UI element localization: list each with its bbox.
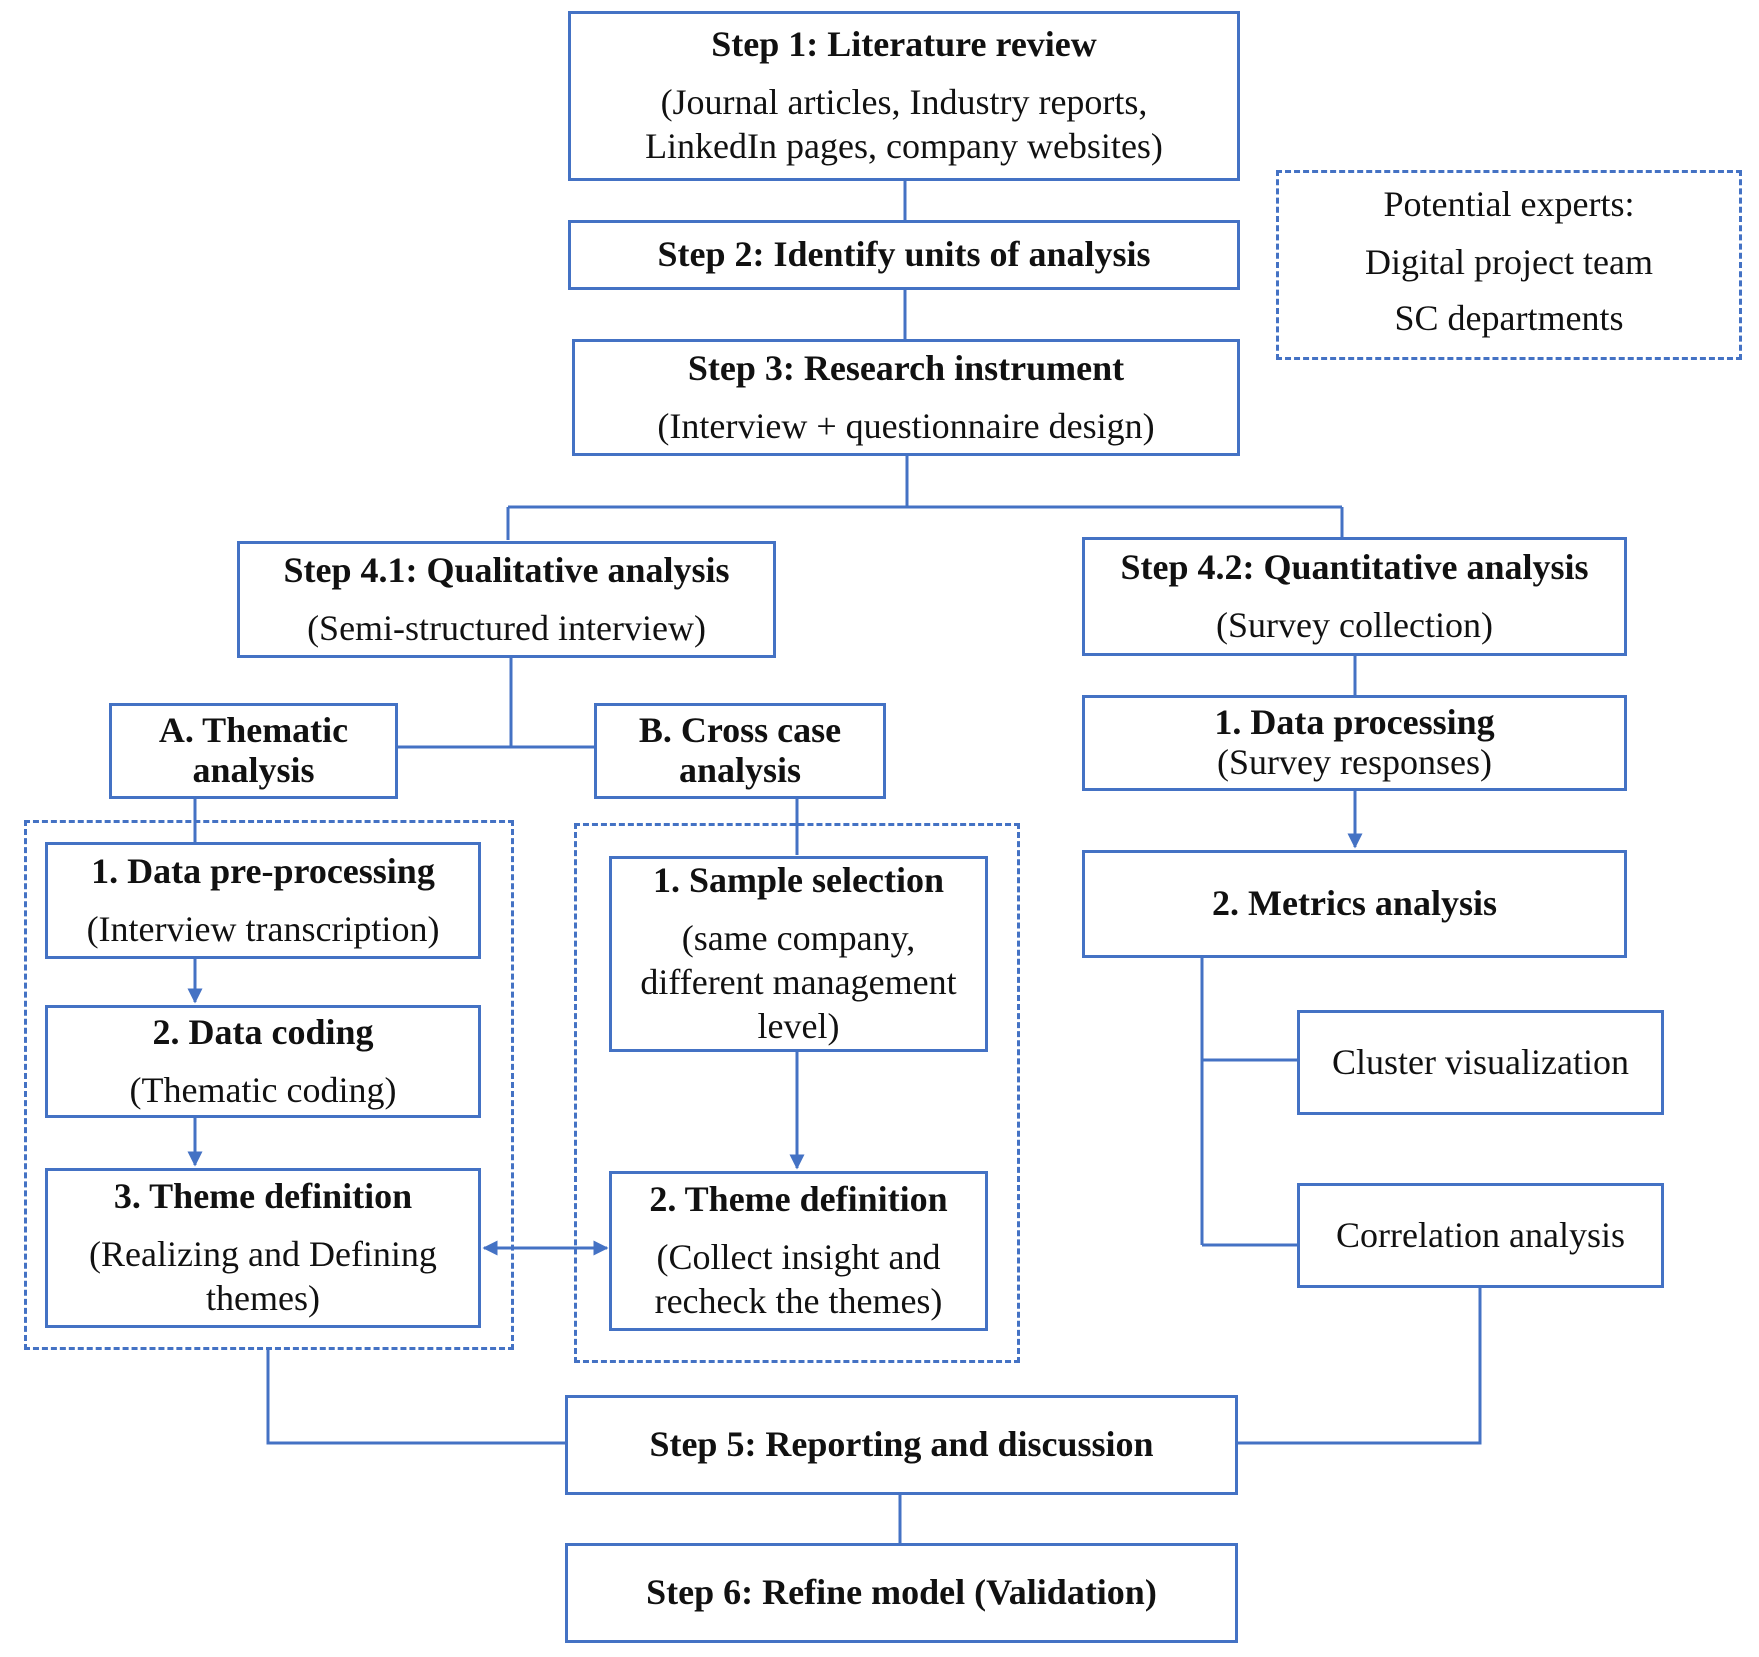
experts-heading: Potential experts: — [1383, 184, 1635, 224]
data-coding-sub: (Thematic coding) — [129, 1069, 397, 1110]
crosscase-theme-sub1: (Collect insight and — [656, 1237, 941, 1278]
step1-sub1: (Journal articles, Industry reports, — [660, 82, 1148, 123]
step3-title: Step 3: Research instrument — [687, 347, 1125, 388]
cluster-visualization-label: Cluster visualization — [1332, 1041, 1629, 1082]
correlation-analysis-label: Correlation analysis — [1336, 1214, 1625, 1255]
crosscase-analysis-box: B. Cross case analysis — [594, 703, 886, 799]
sample-selection-box: 1. Sample selection (same company, diffe… — [609, 856, 988, 1052]
step6-title: Step 6: Refine model (Validation) — [646, 1572, 1157, 1613]
data-preprocessing-sub: (Interview transcription) — [86, 908, 440, 949]
step3-sub: (Interview + questionnaire design) — [657, 405, 1155, 446]
crosscase-theme-definition-box: 2. Theme definition (Collect insight and… — [609, 1171, 988, 1331]
crosscase-title-line1: B. Cross case — [638, 710, 842, 751]
thematic-analysis-box: A. Thematic analysis — [109, 703, 398, 799]
data-processing-sub: (Survey responses) — [1217, 742, 1492, 782]
step41-sub: (Semi-structured interview) — [307, 607, 706, 648]
sample-selection-sub3: level) — [757, 1005, 840, 1046]
correlation-analysis-box: Correlation analysis — [1297, 1183, 1664, 1288]
thematic-theme-sub2: themes) — [206, 1277, 320, 1318]
data-preprocessing-box: 1. Data pre-processing (Interview transc… — [45, 842, 481, 959]
step1-box: Step 1: Literature review (Journal artic… — [568, 11, 1240, 181]
step1-sub2: LinkedIn pages, company websites) — [645, 125, 1163, 166]
step5-box: Step 5: Reporting and discussion — [565, 1395, 1238, 1495]
thematic-theme-title: 3. Theme definition — [113, 1176, 413, 1217]
crosscase-theme-title: 2. Theme definition — [649, 1179, 948, 1220]
step1-title: Step 1: Literature review — [711, 24, 1097, 65]
crosscase-group — [574, 823, 1020, 1363]
experts-group: Potential experts: Digital project team … — [1276, 170, 1742, 360]
experts-sc-departments: SC departments — [1394, 298, 1624, 338]
step5-title: Step 5: Reporting and discussion — [649, 1424, 1154, 1465]
data-coding-title: 2. Data coding — [152, 1011, 374, 1052]
crosscase-title-line2: analysis — [678, 750, 802, 790]
crosscase-theme-sub2: recheck the themes) — [654, 1280, 943, 1321]
cluster-visualization-box: Cluster visualization — [1297, 1010, 1664, 1115]
data-preprocessing-title: 1. Data pre-processing — [91, 850, 435, 891]
data-processing-title: 1. Data processing — [1214, 702, 1495, 743]
data-processing-box: 1. Data processing (Survey responses) — [1082, 695, 1627, 791]
thematic-title-line1: A. Thematic — [158, 710, 349, 751]
sample-selection-title: 1. Sample selection — [653, 860, 944, 901]
thematic-group — [24, 820, 514, 1350]
experts-digital-project-team: Digital project team — [1365, 242, 1653, 282]
step41-title: Step 4.1: Qualitative analysis — [283, 549, 730, 590]
step3-box: Step 3: Research instrument (Interview +… — [572, 339, 1240, 456]
metrics-analysis-box: 2. Metrics analysis — [1082, 850, 1627, 958]
step42-sub: (Survey collection) — [1216, 604, 1493, 645]
thematic-title-line2: analysis — [192, 750, 315, 790]
step42-title: Step 4.2: Quantitative analysis — [1120, 546, 1589, 587]
step6-box: Step 6: Refine model (Validation) — [565, 1543, 1238, 1643]
sample-selection-sub2: different management — [640, 962, 957, 1002]
data-coding-box: 2. Data coding (Thematic coding) — [45, 1005, 481, 1118]
thematic-theme-definition-box: 3. Theme definition (Realizing and Defin… — [45, 1168, 481, 1328]
metrics-analysis-title: 2. Metrics analysis — [1212, 883, 1497, 924]
connector-left-to-step5 — [266, 1350, 565, 1445]
connector-right-to-step5 — [1237, 1287, 1482, 1445]
step42-box: Step 4.2: Quantitative analysis (Survey … — [1082, 537, 1627, 656]
step41-box: Step 4.1: Qualitative analysis (Semi-str… — [237, 541, 776, 658]
step2-title: Step 2: Identify units of analysis — [657, 234, 1151, 275]
step2-box: Step 2: Identify units of analysis — [568, 220, 1240, 290]
sample-selection-sub1: (same company, — [681, 918, 916, 959]
thematic-theme-sub1: (Realizing and Defining — [89, 1234, 437, 1275]
